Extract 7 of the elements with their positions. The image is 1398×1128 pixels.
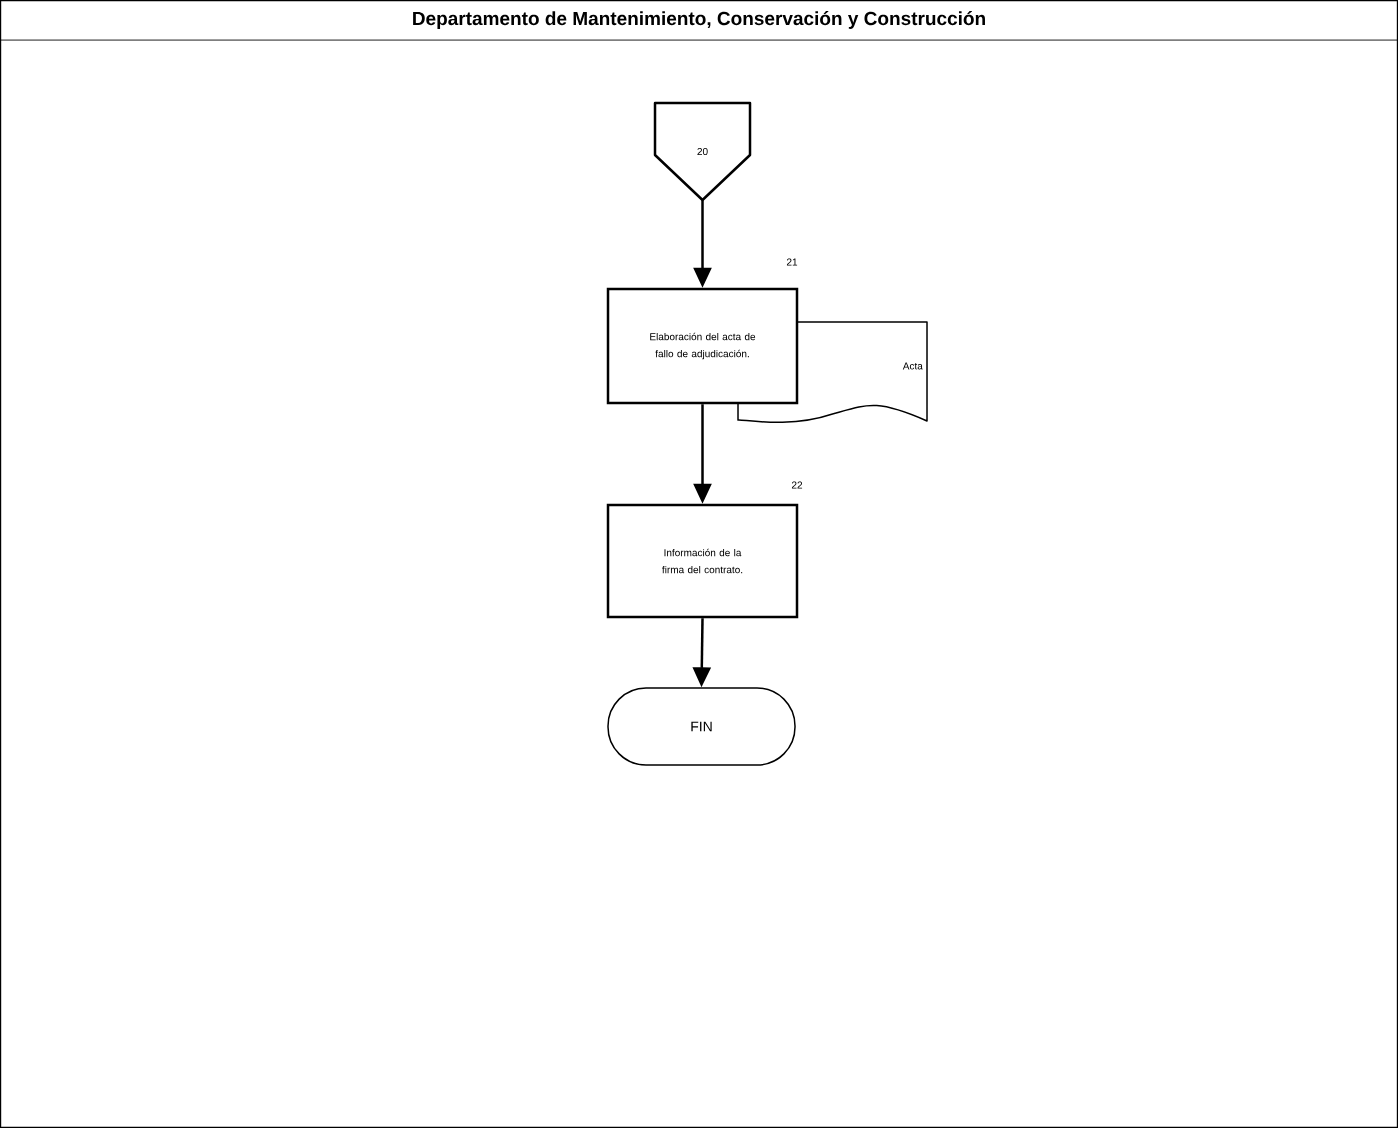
step-number: 21 [786, 258, 798, 266]
process-box: Elaboración del acta de fallo de adjudicación. [606, 287, 799, 405]
off-page-connector: 20 [653, 101, 752, 202]
terminator: FIN [607, 687, 796, 766]
step-number: 22 [791, 481, 803, 489]
title: Departamento de Mantenimiento, Conservación y Construcción [413, 11, 985, 29]
process-box: Información de la firma del contrato. [606, 503, 799, 619]
